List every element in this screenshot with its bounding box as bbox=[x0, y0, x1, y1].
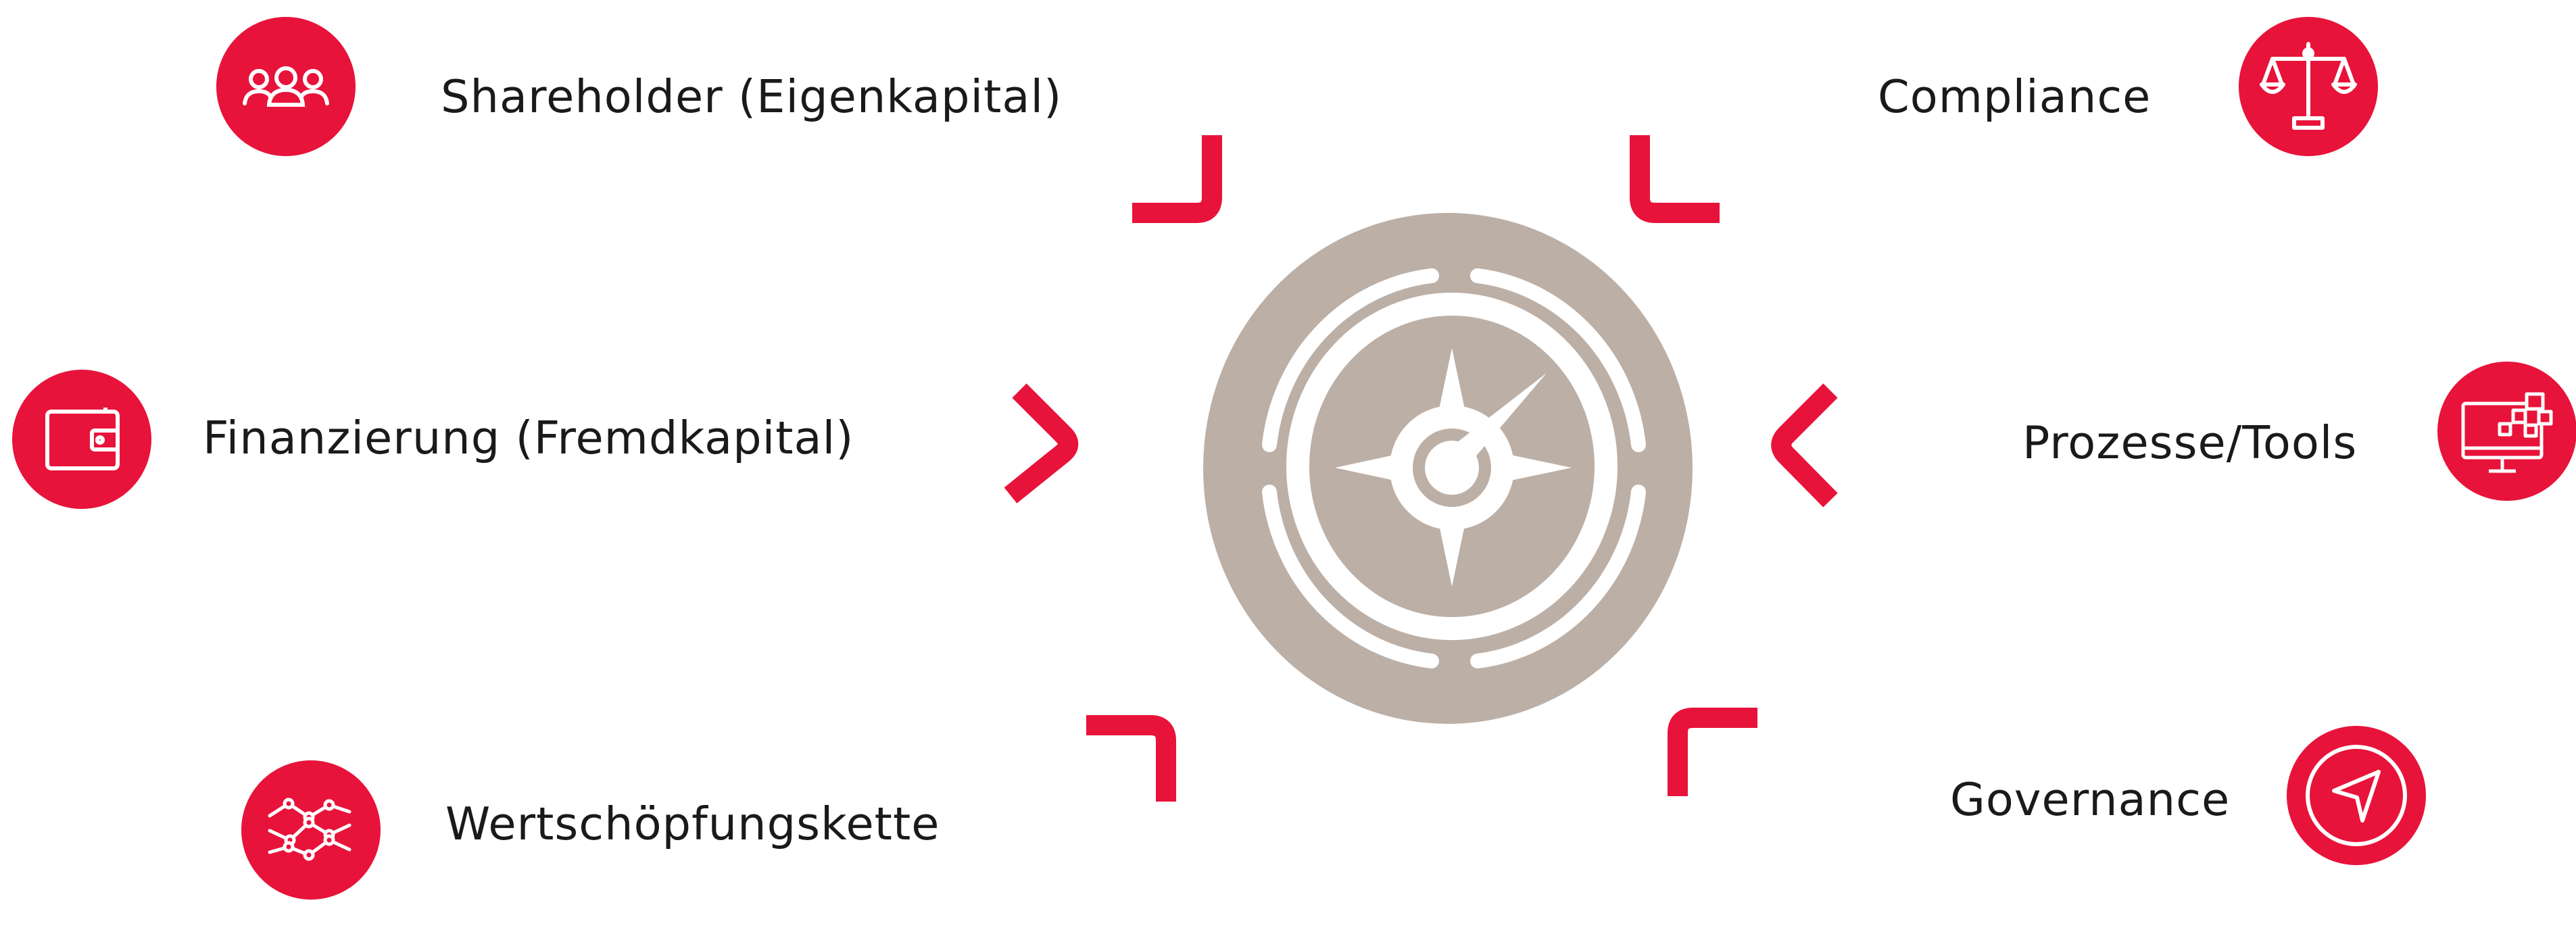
compass-ring bbox=[1262, 268, 1646, 668]
bracket-bottom-right bbox=[1668, 708, 1757, 796]
compass-inner-ring bbox=[1286, 293, 1618, 640]
monitor-blocks-icon bbox=[2437, 362, 2576, 501]
label-compliance: Compliance bbox=[1878, 70, 2152, 123]
bracket-top-left bbox=[1132, 135, 1222, 223]
chevron-right bbox=[1771, 383, 1838, 508]
compass-icon bbox=[1335, 348, 1572, 587]
label-wertschoepfung: Wertschöpfungskette bbox=[445, 798, 940, 850]
bracket-top-right bbox=[1630, 135, 1720, 223]
label-shareholder: Shareholder (Eigenkapital) bbox=[441, 70, 1063, 123]
label-finanzierung: Finanzierung (Fremdkapital) bbox=[203, 412, 854, 464]
people-group-icon bbox=[216, 17, 356, 156]
bracket-bottom-left bbox=[1086, 715, 1176, 802]
label-prozesse: Prozesse/Tools bbox=[2022, 416, 2358, 469]
wallet-icon bbox=[12, 370, 151, 509]
network-chart-icon bbox=[241, 760, 381, 900]
chevron-left bbox=[1004, 383, 1079, 504]
focus-brackets bbox=[1004, 135, 1838, 802]
label-governance: Governance bbox=[1950, 773, 2231, 826]
navigation-arrow-icon bbox=[2287, 726, 2426, 865]
scales-icon bbox=[2239, 17, 2378, 156]
